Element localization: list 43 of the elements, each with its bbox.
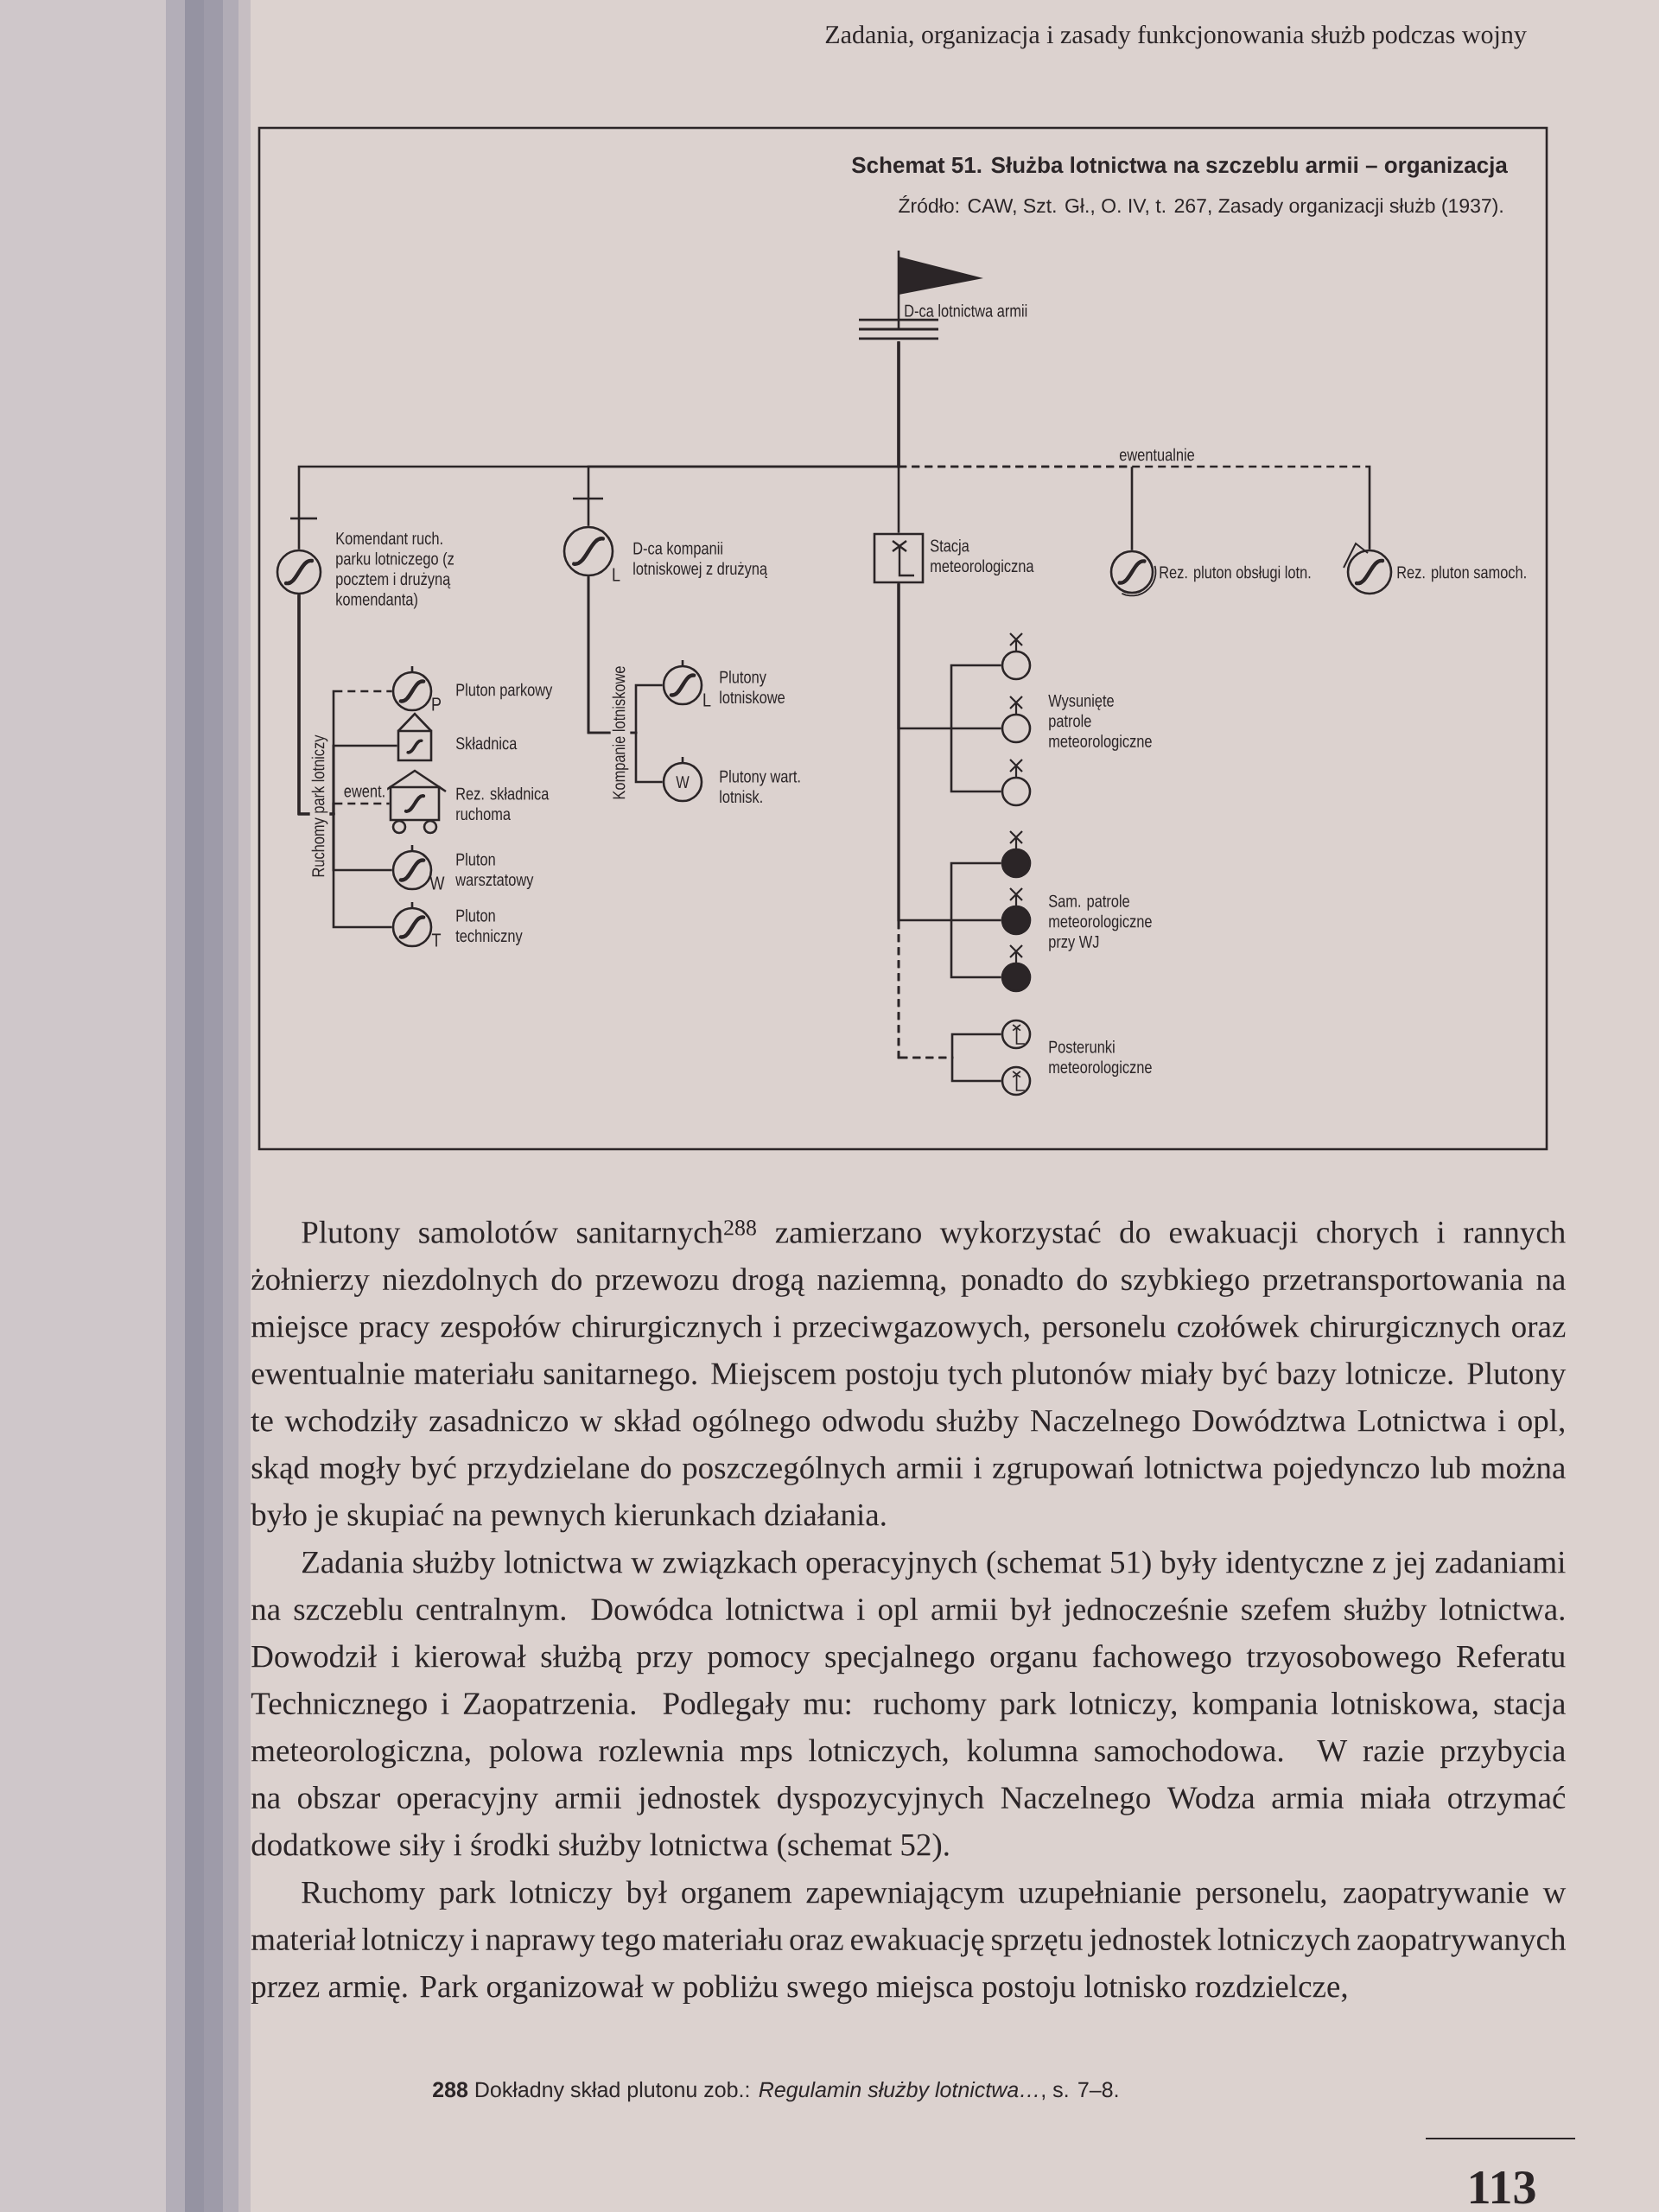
connector-line: [897, 341, 1371, 550]
unit-label: D-ca lotnictwa armii: [905, 304, 1027, 317]
group-label: Wysunięte patrole meteorologiczne: [1048, 694, 1152, 751]
body-paragraph: Ruchomy park lotniczy był organem zapewniającym uzupełnianie personelu, zaopatrywanie w materiał lotniczy i naprawy tego materiału oraz ewakuację sprzętu jednostek lotniczych zaopatrywanych przez armię. Park organizował w pobliżu swego miejsca postoju lotnisko rozdzielcze,: [251, 1880, 1567, 2005]
page-number: 113: [1471, 2171, 1535, 2204]
running-head: Zadania, organizacja i zasady funkcjonowania służb podczas wojny: [825, 24, 1527, 49]
circle-symbol: [1001, 1065, 1032, 1096]
connector-line: [297, 594, 392, 929]
circle-symbol: [1001, 695, 1032, 744]
edge-label: ewent.: [341, 784, 388, 799]
unit-letter: L: [703, 693, 711, 707]
filled-circle: [1001, 830, 1032, 879]
unit-label: D-ca kompanii lotniskowej z drużyną: [633, 541, 768, 579]
circle-symbol: [1001, 758, 1032, 807]
group-label: Posterunki meteorologiczne: [1049, 1039, 1152, 1077]
unit-label: Rez. składnica ruchoma: [456, 786, 550, 821]
unit-label: Pluton parkowy: [456, 683, 553, 700]
unit-label: Pluton warsztatowy: [455, 852, 534, 890]
body-paragraph: Zadania służby lotnictwa w związkach operacyjnych (schemat 51) były identyczne z jej zadaniami na szczeblu centralnym. Dowódca lotnictwa i opl armii był jednocześnie szefem służby lotnictwa. Dowodził i kierował służbą przy pomocy specjalnego organu fachowego trzyosobowego Referatu Technicznego i Zaopatrzenia. Podlegały mu: ruchomy park lotniczy, kompania lotniskowa, stacja meteorologiczna, polowa rozlewnia mps lotniczych, kolumna samochodowa. W razie przybycia na obszar operacyjny armii jednostek dyspozycyjnych Naczelnego Wodza armia miała otrzymać dodatkowe siły i środki służby lotnictwa (schemat 52).: [251, 1550, 1566, 1863]
group-label: Sam. patrole meteorologiczne przy WJ: [1048, 894, 1152, 951]
group-label: Kompanie lotniskowe: [610, 664, 631, 802]
unit-letter: T: [431, 933, 442, 947]
unit-label: Składnica: [455, 736, 518, 750]
filled-circle: [1001, 887, 1032, 936]
source-note: Źródło: CAW, Szt. Gł., O. IV, t. 267, Zasady organizacji służb (1937).: [899, 195, 1503, 217]
filled-circle: [1001, 944, 1032, 993]
unit-letter: W: [429, 876, 445, 890]
unit-label: Rez. pluton samoch.: [1397, 565, 1526, 582]
unit-letter: L: [613, 568, 620, 582]
unit-label: Stacja meteorologiczna: [930, 538, 1034, 576]
circle-symbol: [1001, 1019, 1032, 1050]
unit-label: Rez. pluton obsługi lotn.: [1160, 565, 1311, 582]
connector-line: [587, 576, 663, 784]
circle-symbol: [1001, 632, 1032, 681]
body-paragraph: Plutony samolotów sanitarnych$^{288}$ zamierzano wykorzystać do ewakuacji chorych i rannych żołnierzy niezdolnych do przewozu drogą naziemną, ponadto do szybkiego przetransportowania na miejsce pracy zespołów chirurgicznych i przeciwgazowych, personelu czołówek chirurgicznych oraz ewentualnie materiału sanitarnego. Miejscem postoju tych plutonów miały być bazy lotnicze. Plutony te wchodziły zasadniczo w skład ogólnego odwodu służby Naczelnego Dowództwa Lotnictwa i opl, skąd mogły być przydzielane do poszczególnych armii i zgrupowań lotnictwa pojedynczo lub można było je skupiać na pewnych kierunkach działania.: [251, 1220, 1567, 1533]
unit-letter: P: [432, 697, 442, 711]
group-label: Ruchomy park lotniczy: [309, 733, 330, 880]
footnote: 288 Dokładny skład plutonu zob.: Regulamin służby lotnictwa…, s. 7–8.: [433, 2081, 1118, 2102]
unit-label: Plutony wart. lotnisk.: [720, 769, 800, 804]
unit-label: Plutony lotniskowe: [720, 670, 785, 704]
unit-label: Komendant ruch. parku lotniczego (z pocztem i drużyną komendanta): [336, 531, 454, 609]
unit-label: Pluton techniczny: [455, 908, 523, 946]
diagram-title: Schemat 51. Służba lotnictwa na szczeblu armii – organizacja: [852, 156, 1508, 178]
